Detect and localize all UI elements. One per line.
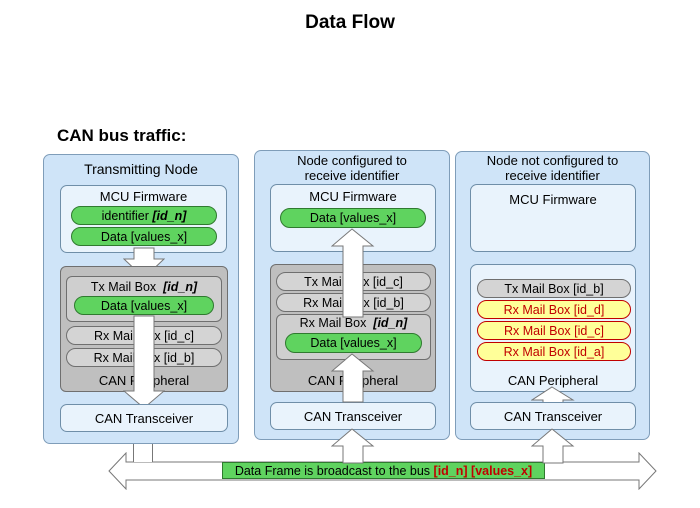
nr-rx-mailbox-d: Rx Mail Box [id_d] — [477, 300, 631, 319]
rx-firmware-data-pill: Data [values_x] — [280, 208, 426, 228]
nr-up-arrow-2 — [531, 428, 575, 464]
nr-firmware-box — [470, 184, 636, 252]
nr-peripheral-label: CAN Peripheral — [507, 373, 599, 388]
rx-node-heading-line1: Node configured to — [297, 153, 407, 168]
rx-node-heading-line2: receive identifier — [304, 168, 400, 183]
nr-rx-mailbox-a: Rx Mail Box [id_a] — [477, 342, 631, 361]
tx-identifier-pill: identifier [id_n] — [71, 206, 217, 225]
rx-match-mailbox-label: Rx Mail Box [id_n] — [276, 316, 431, 330]
tx-node-heading: Transmitting Node — [84, 161, 198, 177]
nr-node-heading-line2: receive identifier — [505, 168, 600, 183]
rx-up-arrow-2 — [331, 353, 375, 403]
nr-transceiver-label: CAN Transceiver — [503, 409, 603, 424]
tx-mailbox-data-pill: Data [values_x] — [74, 296, 214, 315]
rx-up-arrow-3 — [331, 428, 375, 464]
rx-match-prefix: Rx Mail Box — [299, 316, 367, 330]
nr-node-heading-line1: Node not configured to — [486, 153, 619, 168]
page-title: Data Flow — [305, 12, 395, 33]
nr-tx-mailbox: Tx Mail Box [id_b] — [477, 279, 631, 298]
tx-transceiver-box — [60, 404, 228, 432]
bus-message-highlight: [id_n] [values_x] — [433, 464, 533, 478]
tx-data-pill: Data [values_x] — [71, 227, 217, 246]
nr-firmware-label: MCU Firmware — [509, 192, 597, 207]
nr-rx-mailbox-c: Rx Mail Box [id_c] — [477, 321, 631, 340]
tx-mailbox-id: [id_n] — [163, 280, 198, 294]
rx-up-arrow-1 — [331, 228, 375, 318]
tx-bus-connector — [133, 444, 153, 462]
rx-match-id: [id_n] — [373, 316, 408, 330]
rx-match-data-pill: Data [values_x] — [285, 333, 422, 353]
tx-identifier-id: [id_n] — [152, 208, 187, 223]
section-subtitle: CAN bus traffic: — [57, 126, 187, 145]
tx-mailbox-prefix: Tx Mail Box — [90, 280, 157, 294]
tx-transceiver-label: CAN Transceiver — [94, 411, 194, 426]
tx-identifier-prefix: identifier — [101, 208, 149, 223]
tx-mailbox-label: Tx Mail Box [id_n] — [66, 280, 222, 294]
tx-firmware-label: MCU Firmware — [99, 189, 188, 204]
rx-transceiver-label: CAN Transceiver — [303, 409, 403, 424]
bus-message-band: Data Frame is broadcast to the bus [id_n… — [222, 462, 545, 479]
tx-down-arrow-2 — [123, 315, 165, 409]
bus-message-text: Data Frame is broadcast to the bus — [234, 464, 434, 478]
rx-firmware-label: MCU Firmware — [309, 189, 397, 204]
